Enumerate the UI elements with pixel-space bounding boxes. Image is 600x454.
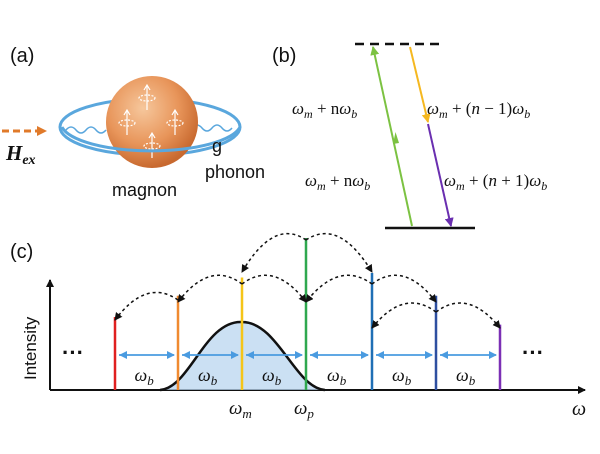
phonon-label: phonon xyxy=(205,162,265,182)
eq-right-top: ωm + (n − 1)ωb xyxy=(427,99,530,121)
hop-arcs xyxy=(114,232,501,329)
spin-icon xyxy=(118,108,136,135)
spacing-label: ωb xyxy=(327,365,347,388)
field-symbol: H xyxy=(5,141,23,165)
phonon-wave-right xyxy=(191,124,233,132)
ellipsis-left: ··· xyxy=(62,340,84,365)
hop-arc xyxy=(177,274,243,303)
spacing-arrowhead xyxy=(182,351,190,359)
hop-arc xyxy=(305,232,373,273)
panel-b: (b) ωm + nωb ωm + nωb ωm + (n − 1)ωb ωm … xyxy=(272,42,547,230)
hop-arc xyxy=(371,274,437,303)
hop-arc xyxy=(114,291,179,321)
spacing-arrowhead xyxy=(440,351,448,359)
x-axis-label: ω xyxy=(572,398,586,420)
y-axis-label: Intensity xyxy=(21,316,40,380)
magnon-label: magnon xyxy=(112,180,177,200)
spacing-arrowhead xyxy=(376,351,384,359)
phonon-wave-left xyxy=(65,126,107,134)
spin-icon xyxy=(138,83,156,110)
panel-c-label: (c) xyxy=(10,241,33,263)
hop-arc xyxy=(305,274,373,303)
eq-left-top: ωm + nωb xyxy=(292,99,357,121)
hop-arc xyxy=(241,232,307,273)
phonon-ring-front xyxy=(60,126,242,153)
yellow-transition xyxy=(409,46,431,123)
ellipsis-right: ··· xyxy=(522,340,544,365)
eq-right-bottom: ωm + (n + 1)ωb xyxy=(444,171,547,193)
eq-left-bottom: ωm + nωb xyxy=(305,171,370,193)
panel-a-label: (a) xyxy=(10,45,34,67)
spin-icon xyxy=(166,108,184,135)
hop-arc xyxy=(371,302,437,329)
spacing-label: ωb xyxy=(392,365,412,388)
omega-p-label: ωp xyxy=(294,398,314,421)
spacing-arrows: ωb ωb ωb ωb ωb ωb xyxy=(119,351,497,388)
spacing-label: ωb xyxy=(135,365,155,388)
spacing-label: ωb xyxy=(262,365,282,388)
field-label: Hex xyxy=(5,141,36,168)
field-subscript: ex xyxy=(22,153,35,168)
spacing-arrowhead xyxy=(246,351,254,359)
green-transition xyxy=(370,46,413,227)
purple-transition xyxy=(427,123,454,227)
spacing-label: ωb xyxy=(456,365,476,388)
coupling-label: g xyxy=(212,136,222,156)
spacing-label: ωb xyxy=(198,365,218,388)
sideband-lines xyxy=(113,238,502,390)
hop-arc xyxy=(241,274,307,303)
omega-m-label: ωm xyxy=(229,398,252,421)
spacing-arrowhead xyxy=(119,351,127,359)
spacing-arrowhead xyxy=(310,351,318,359)
panel-b-label: (b) xyxy=(272,45,296,67)
magnon-sphere xyxy=(106,76,198,168)
hop-arc xyxy=(435,302,501,329)
panel-a: (a) xyxy=(2,45,265,200)
green-mid-arrow xyxy=(393,132,399,144)
spin-icon xyxy=(143,131,161,158)
spin-icons xyxy=(118,83,184,158)
